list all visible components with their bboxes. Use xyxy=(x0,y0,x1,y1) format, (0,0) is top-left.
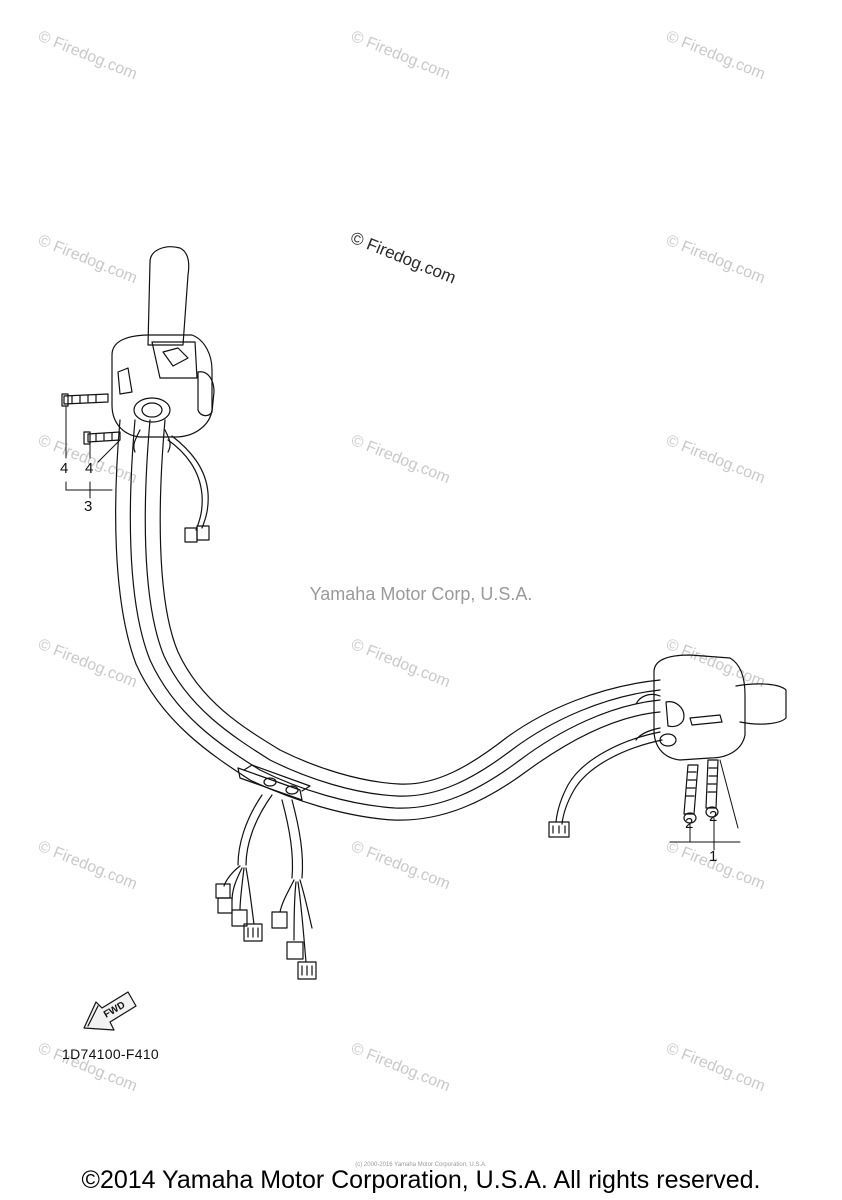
callout-2-right: 2 xyxy=(709,808,718,825)
left-screws xyxy=(61,393,121,445)
left-callout-leaders xyxy=(65,405,121,499)
copyright-footer: ©2014 Yamaha Motor Corporation, U.S.A. A… xyxy=(81,1166,761,1194)
small-copyright-note: (c) 2000-2016 Yamaha Motor Corporation, … xyxy=(355,1162,487,1168)
harness-clamp xyxy=(237,764,311,801)
center-harness-branches xyxy=(223,794,313,963)
left-switch-housing xyxy=(111,246,215,453)
callout-4-outer: 4 xyxy=(60,460,69,477)
callout-3: 3 xyxy=(84,498,93,515)
right-lead-wire xyxy=(548,731,663,838)
right-callout-leaders xyxy=(669,759,741,851)
handlebar-tube xyxy=(115,419,661,821)
callout-2-left: 2 xyxy=(685,815,694,832)
right-switch-housing xyxy=(635,654,787,761)
callout-1: 1 xyxy=(709,848,718,865)
diagram-reference-code: 1D74100-F410 xyxy=(62,1046,159,1062)
left-lead-wire xyxy=(167,435,210,543)
right-screws xyxy=(683,759,719,824)
fwd-arrow-icon xyxy=(83,991,137,1031)
brand-center-mark: Yamaha Motor Corp, U.S.A. xyxy=(309,584,533,604)
callout-4-inner: 4 xyxy=(85,460,94,477)
harness-connectors xyxy=(215,883,317,980)
